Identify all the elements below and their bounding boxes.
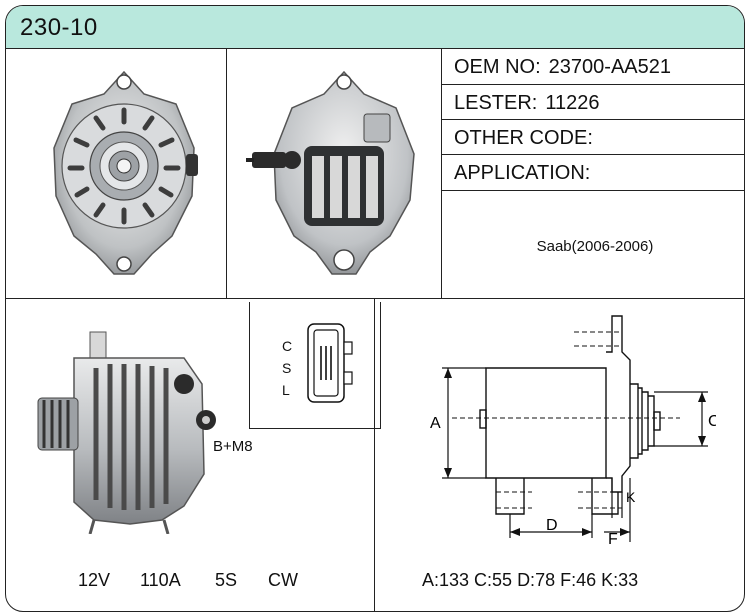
connector-box	[249, 302, 381, 429]
product-card: 230-10	[5, 5, 745, 612]
pin-label-s: S	[282, 360, 292, 376]
divider-row-2	[441, 119, 744, 120]
dimensions-summary: A:133 C:55 D:78 F:46 K:33	[422, 570, 639, 590]
lester-value: 11226	[545, 92, 600, 114]
spec-voltage: 12V	[78, 570, 111, 590]
pin-label-c: C	[282, 338, 293, 354]
oem-label: OEM NO:	[454, 56, 541, 78]
spec-amperage: 110A	[140, 570, 181, 590]
lester-row: LESTER: 11226	[454, 92, 600, 115]
other-code-row: OTHER CODE:	[454, 127, 601, 150]
oem-value: 23700-AA521	[548, 56, 671, 78]
pin-label-l: L	[282, 382, 290, 398]
application-row: APPLICATION:	[454, 162, 598, 185]
part-number-title: 230-10	[20, 14, 98, 41]
dim-letter-c: C	[708, 413, 716, 430]
other-code-label: OTHER CODE:	[454, 127, 593, 149]
dim-letter-d: D	[546, 517, 558, 534]
oem-row: OEM NO: 23700-AA521	[454, 56, 671, 79]
alternator-front-photo	[53, 70, 198, 275]
divider-info	[441, 48, 442, 298]
divider-row-3	[441, 154, 744, 155]
divider-middle	[6, 298, 744, 299]
divider-photos	[226, 48, 227, 298]
alternator-side-photo	[37, 331, 216, 534]
lester-label: LESTER:	[454, 92, 538, 114]
dim-letter-f: F	[608, 531, 618, 546]
alternator-rear-photo	[246, 70, 415, 275]
application-value: Saab(2006-2006)	[536, 238, 654, 255]
dimension-drawing: A C D F K	[430, 315, 716, 546]
header-bar: 230-10	[6, 6, 744, 49]
application-label: APPLICATION:	[454, 162, 591, 184]
spec-rotation: CW	[268, 570, 298, 590]
divider-row-1	[441, 84, 744, 85]
dim-letter-k: K	[626, 489, 636, 505]
spec-pulley: 5S	[215, 570, 238, 590]
connector-diagram	[307, 323, 353, 403]
divider-row-4	[441, 190, 744, 191]
divider-bottom	[374, 298, 375, 611]
terminal-label: B+M8	[213, 438, 253, 455]
dim-letter-a: A	[430, 415, 441, 432]
